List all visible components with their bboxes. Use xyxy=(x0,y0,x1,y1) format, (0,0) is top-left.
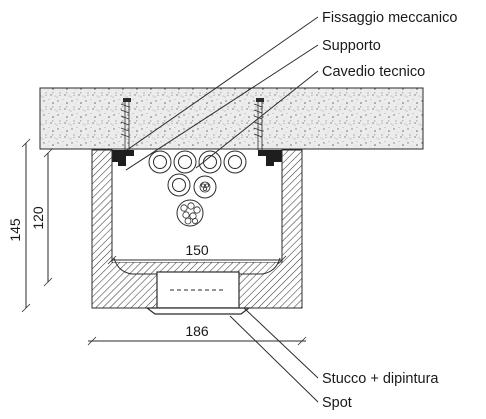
cable xyxy=(173,150,197,174)
cable xyxy=(223,150,247,174)
label-spot: Spot xyxy=(322,395,352,411)
label-mechanical-fixing: Fissaggio meccanico xyxy=(322,10,457,26)
mechanical-fixing-left xyxy=(120,98,131,150)
dimension-inner-width-label: 150 xyxy=(185,242,209,258)
label-technical-cavity: Cavedio tecnico xyxy=(322,64,425,80)
leader-spot xyxy=(229,315,319,403)
dimension-outer-height: 145 xyxy=(7,138,31,313)
cable-multicore xyxy=(193,175,217,199)
dimension-outer-height-label: 145 xyxy=(7,218,23,242)
dimension-inner-height-label: 120 xyxy=(30,206,46,230)
dimension-outer-width-label: 186 xyxy=(185,323,209,339)
dimension-inner-height: 120 xyxy=(30,148,53,287)
label-filler-paint: Stucco + dipintura xyxy=(322,371,439,387)
technical-cavity xyxy=(112,166,282,262)
spot-light xyxy=(145,271,251,315)
cable xyxy=(148,150,172,174)
cable-bundle xyxy=(148,150,247,227)
dimension-inner-width: 150 xyxy=(107,242,287,265)
leader-stucco xyxy=(243,307,319,379)
dimension-outer-width: 186 xyxy=(87,323,307,346)
cable-bundle-large xyxy=(176,199,204,227)
concrete-slab xyxy=(39,87,424,150)
label-support: Supporto xyxy=(322,38,381,54)
leader-fissaggio xyxy=(126,16,319,151)
leader-cavedio xyxy=(195,70,319,169)
cable xyxy=(167,173,191,197)
mechanical-fixing-right xyxy=(253,98,264,150)
leader-supporto xyxy=(125,44,319,171)
